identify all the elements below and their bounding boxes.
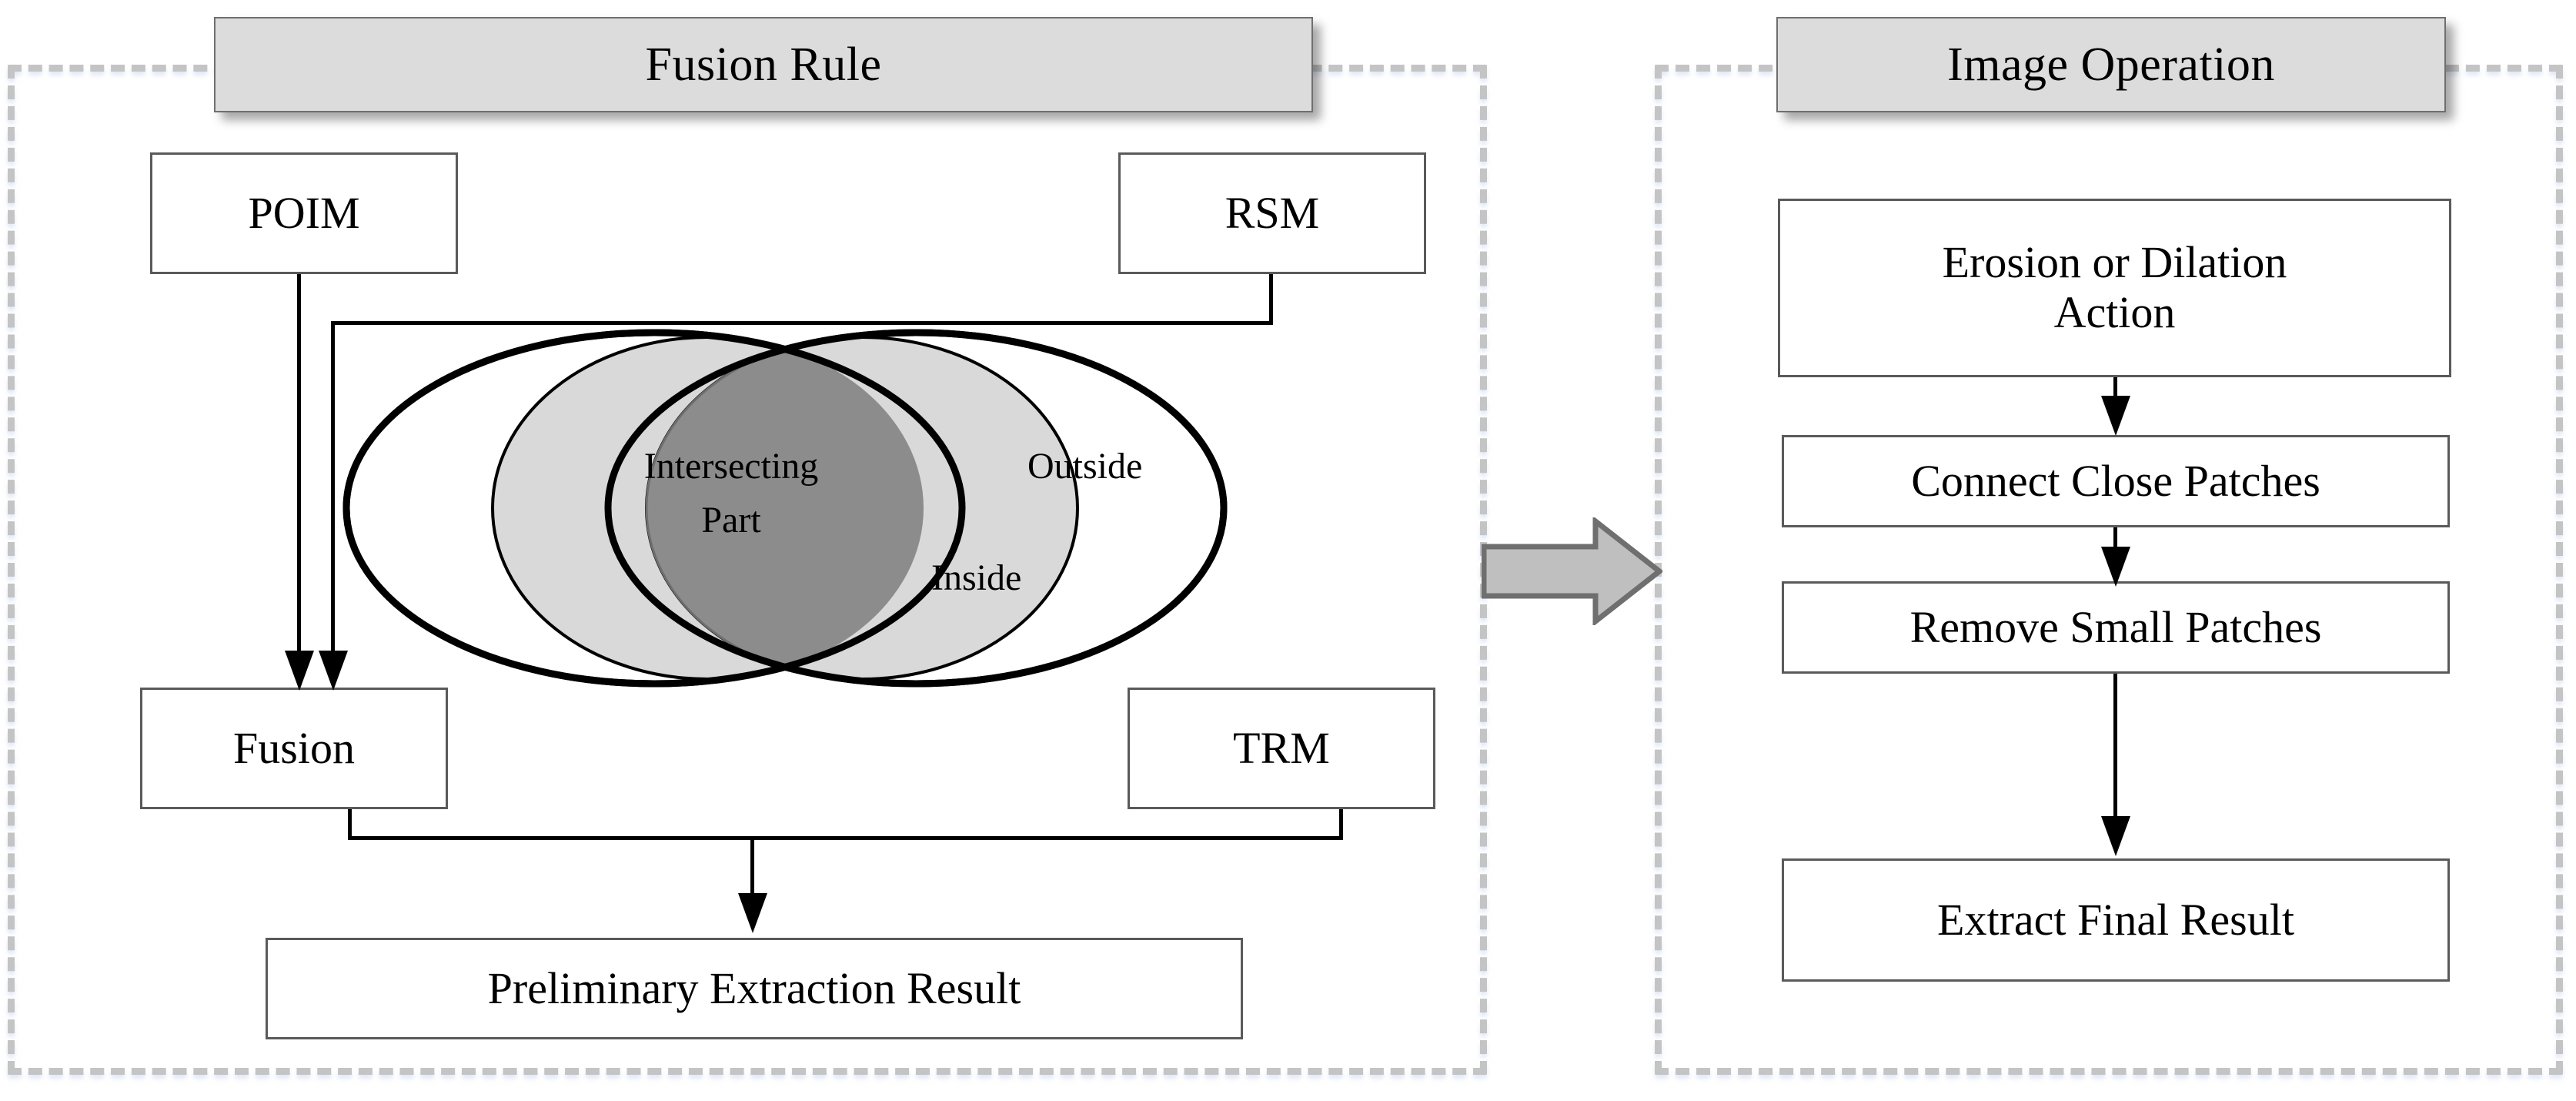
transition-block-arrow <box>1481 515 1664 627</box>
node-erosion-or-dilation-action-line2: Action <box>2053 287 2176 337</box>
arrowhead-connect-to-remove <box>2101 547 2130 587</box>
venn-outside-text: Outside <box>1027 446 1143 487</box>
node-remove-small-patches[interactable]: Remove Small Patches <box>1782 581 2450 674</box>
venn-diagram: Intersecting Part Outside Inside <box>331 327 1239 689</box>
connector-remove-to-extract <box>2113 674 2117 820</box>
node-connect-close-patches[interactable]: Connect Close Patches <box>1782 435 2450 527</box>
venn-intersection-label-line2: Part <box>631 500 831 541</box>
node-fusion-label: Fusion <box>233 722 355 773</box>
block-arrow-svg <box>1481 515 1664 627</box>
venn-outside-label: Outside <box>1027 446 1143 487</box>
arrowhead-rsm-to-fusion <box>319 651 348 691</box>
node-erosion-or-dilation-action-line1: Erosion or Dilation <box>1942 237 2287 288</box>
venn-intersection-text1: Intersecting <box>643 446 819 487</box>
arrowhead-remove-to-extract <box>2101 816 2130 856</box>
node-erosion-or-dilation-action[interactable]: Erosion or Dilation Action <box>1778 199 2451 377</box>
node-trm-label: TRM <box>1233 722 1330 773</box>
outer-ellipse-right-outline <box>604 329 1228 688</box>
node-rsm-label: RSM <box>1225 187 1320 238</box>
venn-inside-text: Inside <box>931 557 1022 598</box>
node-extract-final-result-label: Extract Final Result <box>1937 894 2294 945</box>
node-fusion[interactable]: Fusion <box>140 688 448 809</box>
node-trm[interactable]: TRM <box>1128 688 1435 809</box>
outer-ellipse-left-outline <box>342 329 966 688</box>
node-preliminary-extraction-result[interactable]: Preliminary Extraction Result <box>266 938 1243 1039</box>
arrowhead-merge-to-result <box>738 893 767 933</box>
fusion-rule-banner-label: Fusion Rule <box>645 38 882 91</box>
intersection-lens <box>645 337 924 679</box>
image-operation-banner-label: Image Operation <box>1947 38 2275 91</box>
connector-poim-to-fusion <box>297 274 301 661</box>
arrowhead-erosion-to-connect <box>2101 396 2130 436</box>
image-operation-banner: Image Operation <box>1776 17 2446 112</box>
venn-intersection-label-line1: Intersecting <box>631 446 831 487</box>
node-remove-small-patches-label: Remove Small Patches <box>1909 601 2322 652</box>
connector-connect-to-remove <box>2113 527 2117 552</box>
venn-svg <box>342 329 1228 688</box>
venn-inside-label: Inside <box>931 557 1022 599</box>
node-preliminary-extraction-result-label: Preliminary Extraction Result <box>487 962 1021 1013</box>
fusion-rule-banner: Fusion Rule <box>214 17 1313 112</box>
connector-merge-bar <box>348 836 1343 840</box>
connector-merge-to-result <box>750 836 754 898</box>
connector-fusion-down <box>348 809 352 840</box>
node-extract-final-result[interactable]: Extract Final Result <box>1782 858 2450 982</box>
arrowhead-poim-to-fusion <box>285 651 314 691</box>
node-poim-label: POIM <box>248 187 360 238</box>
venn-intersection-text2: Part <box>701 500 761 540</box>
connector-trm-down <box>1339 809 1343 840</box>
node-connect-close-patches-label: Connect Close Patches <box>1911 455 2320 506</box>
connector-rsm-to-fusion <box>331 321 335 661</box>
node-poim[interactable]: POIM <box>150 152 458 274</box>
node-rsm[interactable]: RSM <box>1118 152 1426 274</box>
connector-rsm-across <box>331 321 1273 325</box>
connector-rsm-down <box>1269 274 1273 325</box>
connector-erosion-to-connect <box>2113 377 2117 400</box>
